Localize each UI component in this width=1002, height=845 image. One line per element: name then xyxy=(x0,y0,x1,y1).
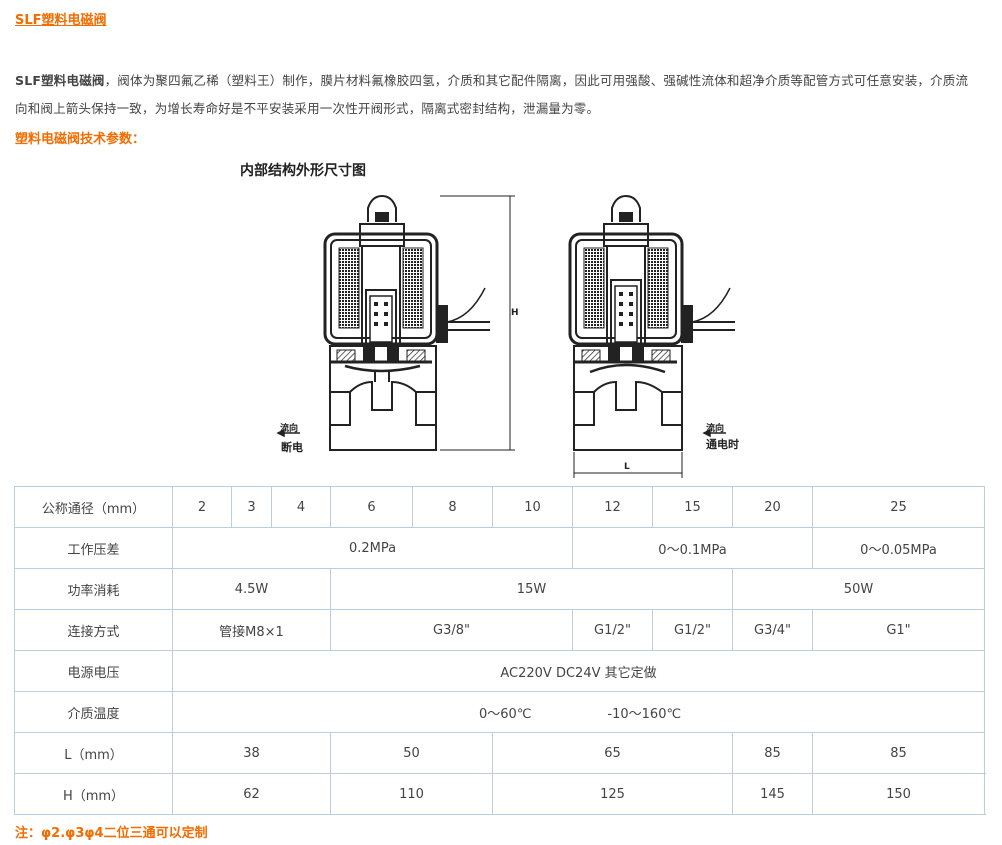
table-row: 连接方式 管接M8×1 G3/8" G1/2" G1/2" G3/4" G1" xyxy=(14,609,985,651)
row-label: 工作压差 xyxy=(14,527,173,569)
row-label: 连接方式 xyxy=(14,609,173,651)
table-cell: 15W xyxy=(330,568,733,610)
left-flow-label: 流向 xyxy=(280,424,299,434)
table-cell: 125 xyxy=(492,773,733,815)
table-row: L（mm） 38 50 65 85 85 xyxy=(14,732,985,774)
temp-range-1: 0～60℃ xyxy=(479,706,532,722)
table-cell: 65 xyxy=(492,732,733,774)
table-cell: 6 xyxy=(330,486,413,528)
table-cell: G1" xyxy=(812,609,985,651)
row-label: L（mm） xyxy=(14,732,173,774)
table-cell: 4.5W xyxy=(172,568,331,610)
left-flow-arrow xyxy=(276,428,300,438)
row-label: 功率消耗 xyxy=(14,568,173,610)
table-row: 介质温度 0～60℃ -10～160℃ xyxy=(14,691,985,733)
table-cell: 85 xyxy=(732,732,813,774)
table-row: 工作压差 0.2MPa 0～0.1MPa 0～0.05MPa xyxy=(14,527,985,569)
table-cell: 8 xyxy=(412,486,493,528)
intro-lead: SLF塑料电磁阀 xyxy=(15,73,105,88)
table-cell: 0～0.05MPa xyxy=(812,527,985,569)
valve-diagram xyxy=(276,194,735,478)
right-state-label: 通电时 xyxy=(706,438,739,451)
table-cell: G3/4" xyxy=(732,609,813,651)
table-cell: 85 xyxy=(812,732,985,774)
figure-title: 内部结构外形尺寸图 xyxy=(240,163,366,179)
intro-text: ，阀体为聚四氟乙稀（塑料王）制作，膜片材料氟橡胶四氢，介质和其它配件隔离，因此可… xyxy=(15,73,969,116)
table-cell: 0～0.1MPa xyxy=(572,527,813,569)
table-cell: 15 xyxy=(652,486,733,528)
row-label: H（mm） xyxy=(14,773,173,815)
spec-subheading: 塑料电磁阀技术参数： xyxy=(15,132,146,147)
dimension-h-label: H xyxy=(511,308,519,318)
table-row: 功率消耗 4.5W 15W 50W xyxy=(14,568,985,610)
table-cell: 3 xyxy=(231,486,272,528)
table-cell: AC220V DC24V 其它定做 xyxy=(172,650,985,692)
table-cell: 50W xyxy=(732,568,985,610)
table-cell: G3/8" xyxy=(330,609,573,651)
left-state-label: 断电 xyxy=(281,441,303,454)
table-row: H（mm） 62 110 125 145 150 xyxy=(14,773,985,815)
table-cell: 4 xyxy=(271,486,331,528)
right-valve-drawing xyxy=(568,194,735,478)
page-title-link[interactable]: SLF塑料电磁阀 xyxy=(15,13,107,28)
table-row: 电源电压 AC220V DC24V 其它定做 xyxy=(14,650,985,692)
table-cell: 145 xyxy=(732,773,813,815)
left-valve-drawing xyxy=(323,194,515,451)
spec-table: 公称通径（mm） 2 3 4 6 8 10 12 15 20 25 工作压差 0… xyxy=(14,486,985,815)
table-cell: G1/2" xyxy=(652,609,733,651)
table-cell: 2 xyxy=(172,486,232,528)
table-cell: 10 xyxy=(492,486,573,528)
table-cell: 110 xyxy=(330,773,493,815)
table-cell: 38 xyxy=(172,732,331,774)
dimension-l-label: L xyxy=(624,462,630,472)
table-cell: 0～60℃ -10～160℃ xyxy=(172,691,985,733)
row-label: 公称通径（mm） xyxy=(14,486,173,528)
table-cell: 50 xyxy=(330,732,493,774)
table-cell: 25 xyxy=(812,486,985,528)
table-cell: 管接M8×1 xyxy=(172,609,331,651)
temp-range-2: -10～160℃ xyxy=(607,706,682,722)
footnote: 注：φ2.φ3φ4二位三通可以定制 xyxy=(15,826,208,841)
right-flow-arrow xyxy=(702,428,726,438)
row-label: 电源电压 xyxy=(14,650,173,692)
row-label: 介质温度 xyxy=(14,691,173,733)
table-row: 公称通径（mm） 2 3 4 6 8 10 12 15 20 25 xyxy=(14,486,985,528)
table-cell: 20 xyxy=(732,486,813,528)
table-cell: 12 xyxy=(572,486,653,528)
table-cell: 150 xyxy=(812,773,985,815)
table-cell: 0.2MPa xyxy=(172,527,573,569)
table-cell: G1/2" xyxy=(572,609,653,651)
right-flow-label: 流向 xyxy=(706,424,725,434)
table-cell: 62 xyxy=(172,773,331,815)
intro-paragraph: SLF塑料电磁阀，阀体为聚四氟乙稀（塑料王）制作，膜片材料氟橡胶四氢，介质和其它… xyxy=(15,67,977,123)
